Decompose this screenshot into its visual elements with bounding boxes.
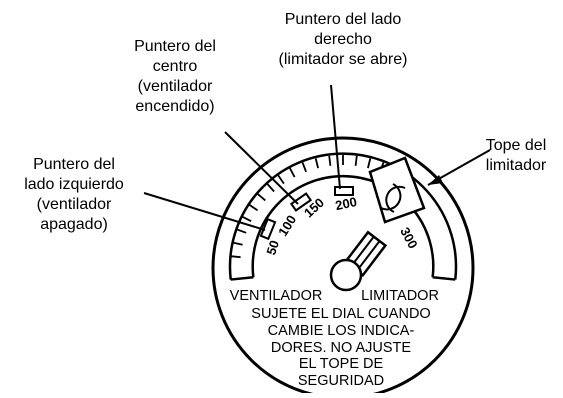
scale-tick	[367, 158, 372, 169]
instruction-line-5: SEGURIDAD	[298, 373, 384, 389]
callout-limit-stop-line: Tope del	[485, 137, 547, 154]
center-pointer	[289, 192, 313, 212]
scale-tick	[314, 158, 319, 169]
callout-left-pointer-line: (ventilador	[36, 196, 112, 213]
callout-right-pointer-line: Puntero del lado	[284, 11, 402, 28]
callout-center-pointer-line: Puntero del	[134, 38, 216, 55]
callout-right-pointer: Puntero del lado derecho (limitador se a…	[248, 10, 438, 70]
callout-center-pointer-line: (ventilador	[137, 78, 213, 95]
scale-outer-arc	[228, 152, 458, 280]
scale-tick	[328, 155, 332, 166]
callout-line-right-pointer	[330, 84, 341, 190]
callout-center-pointer-line: centro	[152, 58, 198, 75]
scale-tick	[301, 162, 307, 173]
callout-arrowhead-limit-stop	[428, 175, 443, 185]
scale-tick	[266, 183, 275, 193]
scale-left-end	[230, 275, 254, 281]
callout-left-pointer-line: lado izquierdo	[24, 176, 124, 193]
scale-tick	[236, 228, 247, 234]
callout-right-pointer-line: derecho	[314, 31, 372, 48]
scale-tick	[257, 193, 266, 202]
scale-tick	[277, 174, 285, 185]
right-pointer	[334, 186, 354, 196]
callout-line-left-pointer	[143, 192, 266, 231]
scale-number-50: 50	[263, 238, 282, 256]
fan-label: VENTILADOR	[230, 288, 323, 304]
callout-right-pointer-line: (limitador se abre)	[278, 51, 408, 68]
callout-left-pointer-line: Puntero del	[33, 156, 115, 173]
callout-left-pointer: Puntero del lado izquierdo (ventilador a…	[4, 155, 144, 235]
instruction-line-1: SUJETE EL DIAL CUANDO	[251, 306, 430, 322]
scale-tick	[241, 215, 252, 223]
callout-line-center-pointer	[224, 131, 299, 205]
scale-tick	[232, 241, 243, 246]
callout-center-pointer: Puntero del centro (ventilador encendido…	[100, 37, 250, 117]
instruction-line-4: EL TOPE DE	[299, 356, 384, 372]
limit-stop	[368, 156, 426, 224]
scale-right-end	[432, 275, 456, 281]
limit-label: LIMITADOR	[361, 288, 439, 304]
dial-hub	[329, 230, 388, 292]
instruction-line-3: DORES. NO AJUSTE	[271, 340, 412, 356]
scale-tick	[354, 155, 358, 166]
callout-left-pointer-line: apagado)	[40, 216, 108, 233]
instruction-line-2: CAMBIE LOS INDICA-	[268, 323, 415, 339]
scale-tick	[230, 255, 241, 259]
scale-number-200: 200	[334, 194, 358, 213]
scale-tick	[289, 167, 296, 178]
callout-limit-stop: Tope del limitador	[470, 136, 562, 176]
scale-tick	[248, 204, 259, 212]
callout-limit-stop-line: limitador	[485, 157, 547, 174]
scale-inner-arc	[251, 174, 435, 278]
callout-center-pointer-line: encendido)	[135, 98, 215, 115]
left-pointer	[259, 217, 277, 241]
